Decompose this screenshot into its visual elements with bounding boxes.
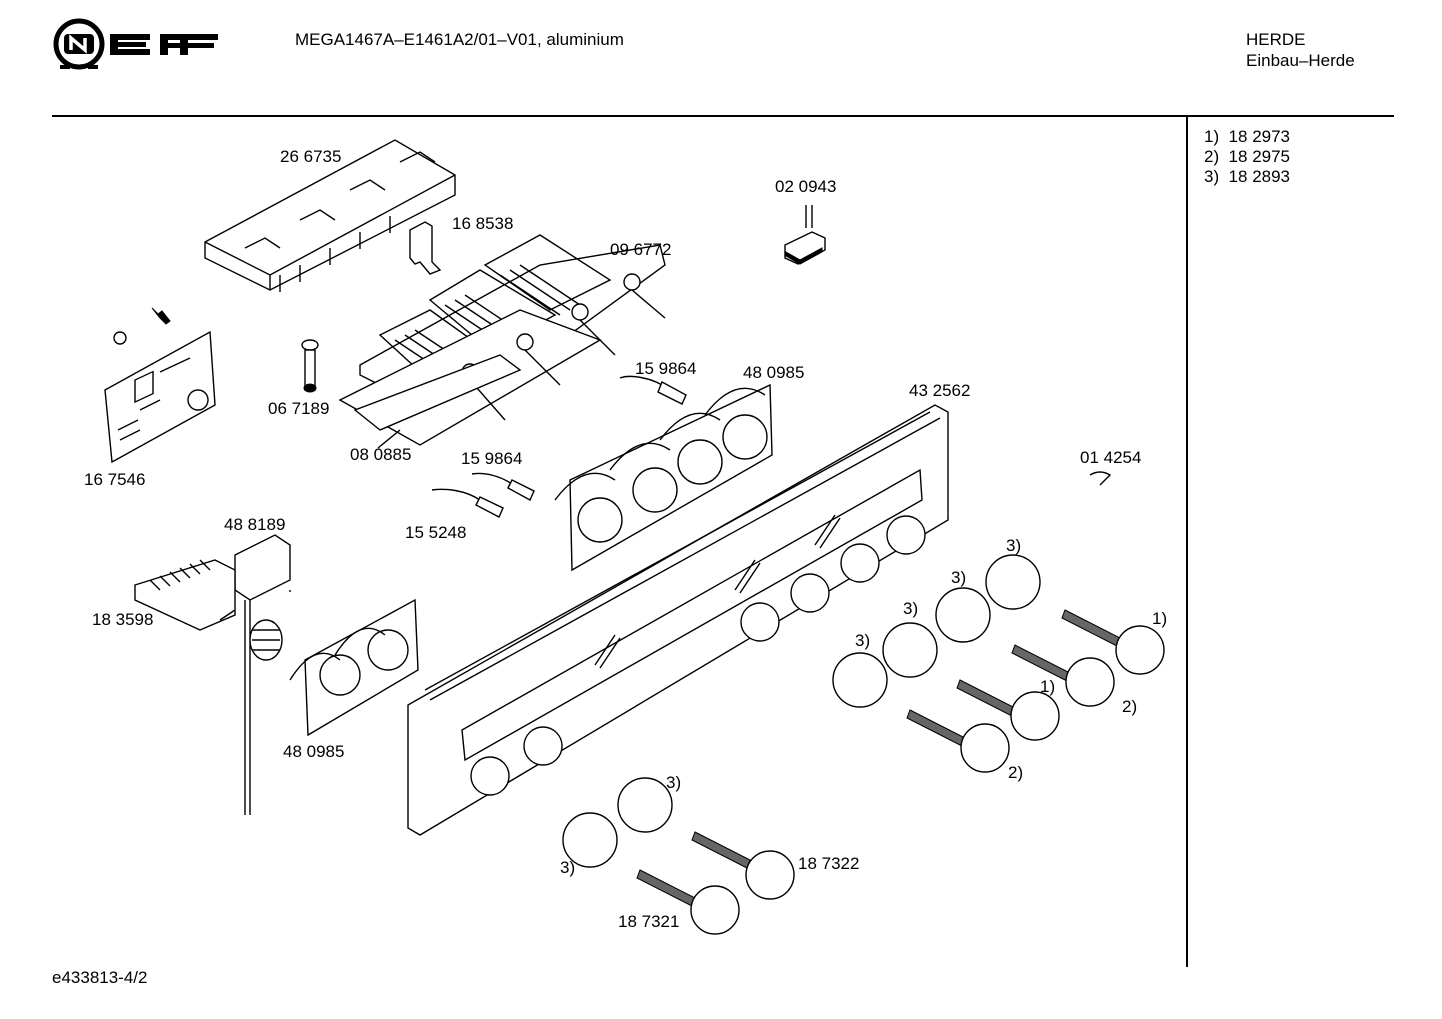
circuit-board-part [104, 307, 216, 464]
callout-3-b: 3) [951, 568, 966, 587]
screw-part [301, 339, 319, 393]
part-183598: 18 3598 [92, 610, 153, 629]
part-080885: 08 0885 [350, 445, 411, 464]
drawing-id: e433813-4/2 [52, 968, 148, 987]
control-panel-part [407, 404, 949, 836]
callout-3-d: 3) [855, 631, 870, 650]
model-title: MEGA1467A–E1461A2/01–V01, aluminium [295, 30, 624, 49]
clip-part [409, 221, 442, 275]
part-159864-a: 15 9864 [635, 359, 696, 378]
shaft-knobs [636, 609, 1165, 935]
part-020943: 02 0943 [775, 177, 836, 196]
callout-3-c: 3) [903, 599, 918, 618]
part-480985-a: 48 0985 [743, 363, 804, 382]
connector-part [784, 205, 826, 265]
part-432562: 43 2562 [909, 381, 970, 400]
part-266735: 26 6735 [280, 147, 341, 166]
part-155248: 15 5248 [405, 523, 466, 542]
note-3: 3) 18 2893 [1204, 167, 1291, 186]
callout-2-b: 2) [1008, 763, 1023, 782]
part-096772: 09 6772 [610, 240, 671, 259]
subcategory-label: Einbau–Herde [1246, 51, 1355, 70]
note-1: 1) 18 2973 [1204, 127, 1291, 146]
knob-bezel-lower [289, 598, 419, 737]
callout-1-a: 1) [1152, 609, 1167, 628]
knob-bezel-upper [554, 383, 773, 572]
sidebar-divider [1186, 117, 1188, 967]
part-167546: 16 7546 [84, 470, 145, 489]
callout-3-e: 3) [666, 773, 681, 792]
thermostat-part [234, 534, 291, 815]
callout-3-a: 3) [1006, 536, 1021, 555]
insulation-plate-part [353, 354, 522, 449]
part-187322: 18 7322 [798, 854, 859, 873]
spring-clip-part [1089, 471, 1112, 486]
callout-1-b: 1) [1040, 677, 1055, 696]
category-label: HERDE [1246, 30, 1306, 49]
selector-switch-part [134, 559, 236, 631]
callout-3-f: 3) [560, 858, 575, 877]
callout-2-a: 2) [1122, 697, 1137, 716]
part-168538: 16 8538 [452, 214, 513, 233]
cable-part [431, 375, 687, 518]
part-159864-b: 15 9864 [461, 449, 522, 468]
knob-caps [562, 554, 1041, 868]
part-480985-b: 48 0985 [283, 742, 344, 761]
part-067189: 06 7189 [268, 399, 329, 418]
bracket-part [204, 139, 456, 292]
part-488189: 48 8189 [224, 515, 285, 534]
header-divider [52, 115, 1394, 117]
neff-logo [52, 18, 222, 74]
part-187321: 18 7321 [618, 912, 679, 931]
part-014254: 01 4254 [1080, 448, 1141, 467]
note-2: 2) 18 2975 [1204, 147, 1291, 166]
